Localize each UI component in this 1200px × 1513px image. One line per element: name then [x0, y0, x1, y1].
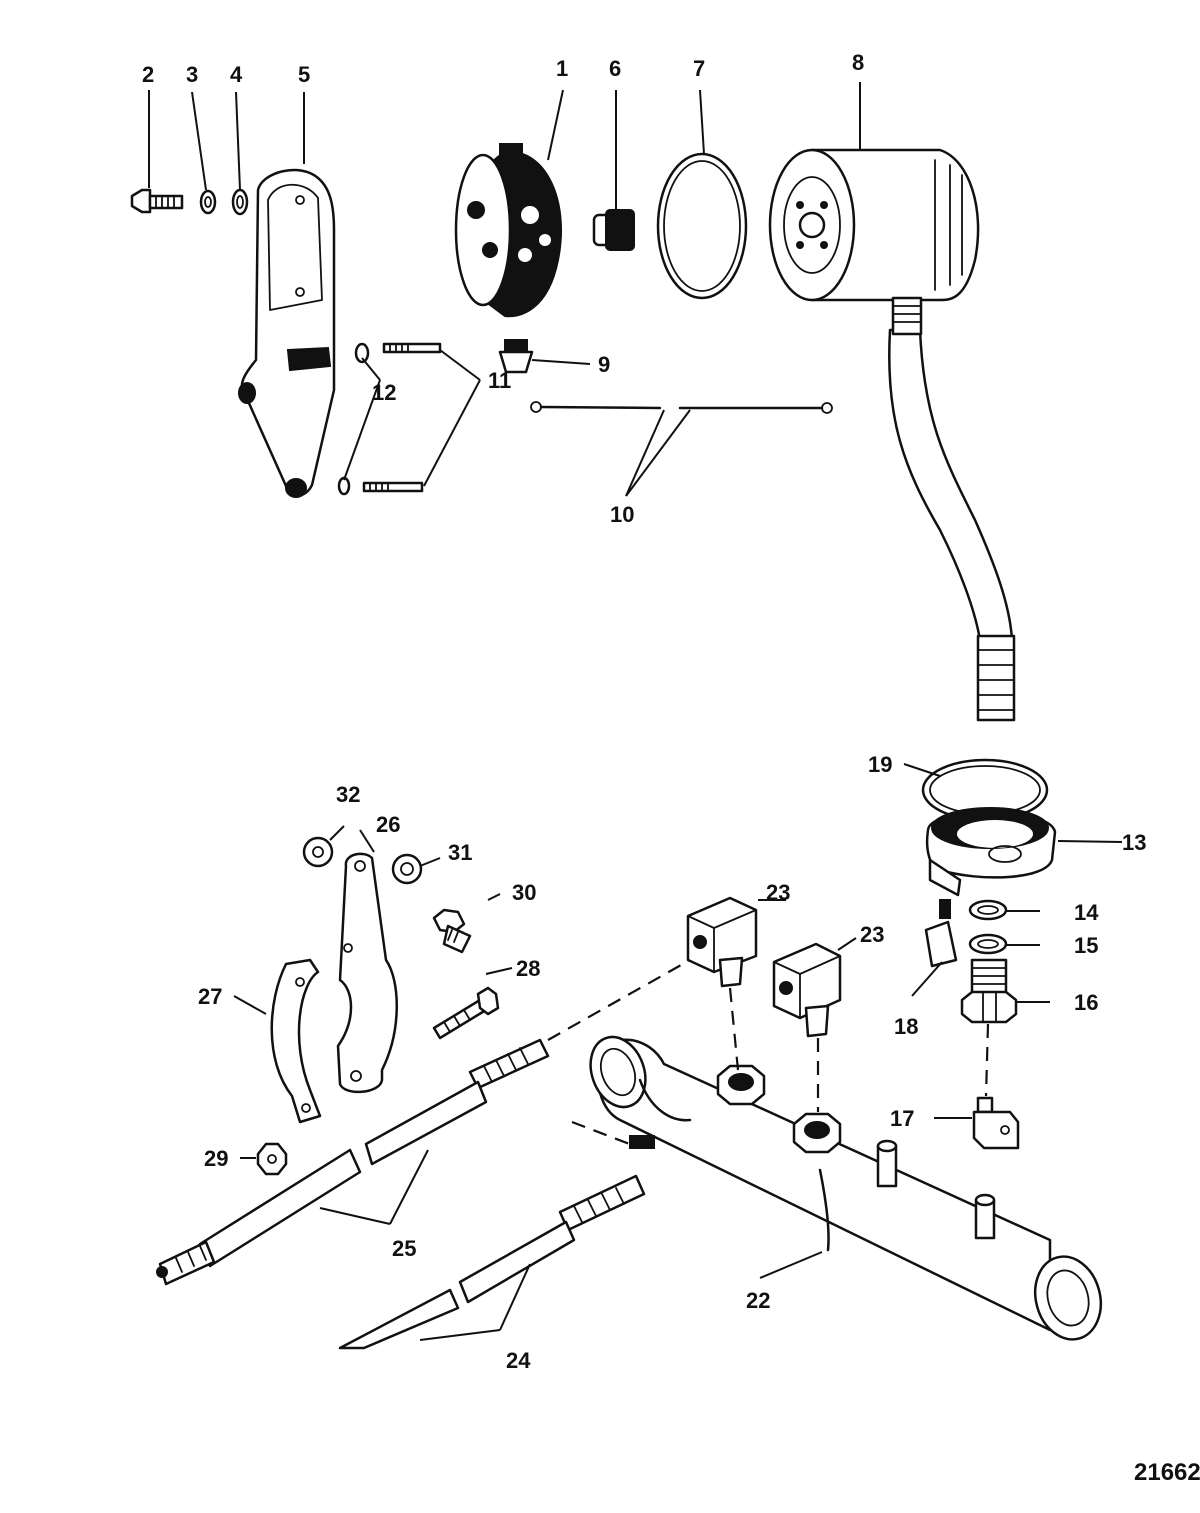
part-9-sender [498, 339, 534, 374]
part-28-screw [432, 986, 500, 1040]
callout-3: 3 [186, 62, 198, 87]
callout-27: 27 [198, 984, 222, 1009]
part-4-washer [231, 188, 249, 216]
part-16-fitting [960, 958, 1018, 1024]
callout-26: 26 [376, 812, 400, 837]
part-13-filter-mount [925, 807, 1057, 897]
part-3-lock-washer [199, 189, 217, 215]
callout-1: 1 [556, 56, 568, 81]
callout-16: 16 [1074, 990, 1098, 1015]
callout-9: 9 [598, 352, 610, 377]
callout-23b: 23 [860, 922, 884, 947]
callout-31: 31 [448, 840, 472, 865]
part-7-o-ring [656, 152, 748, 300]
callout-2: 2 [142, 62, 154, 87]
part-14-washer [968, 899, 1008, 921]
part-23-elbow-right [772, 942, 842, 1038]
part-5-mounting-bracket [238, 168, 336, 498]
part-15-washer [968, 933, 1008, 955]
callout-25: 25 [392, 1236, 416, 1261]
part-32-washer [302, 836, 334, 868]
part-11-screw-upper [382, 342, 442, 354]
callout-29: 29 [204, 1146, 228, 1171]
callout-labels: 1 2 3 4 5 6 7 8 9 10 11 12 13 14 15 16 1… [142, 50, 1146, 1373]
part-6-plug [592, 209, 635, 251]
part-12-washers [337, 342, 370, 496]
part-27-clamp [270, 958, 322, 1124]
part-2-bolt [130, 188, 184, 214]
part-30-bolt [432, 908, 472, 954]
callout-11: 11 [488, 368, 511, 393]
part-18-sensor [924, 899, 958, 968]
part-10-wires [530, 401, 833, 414]
callout-5: 5 [298, 62, 310, 87]
assembly-lines [547, 959, 990, 1150]
part-22-oil-cooler [589, 1035, 1103, 1341]
part-29-nut [256, 1142, 288, 1176]
callout-7: 7 [693, 56, 705, 81]
oil-hose [888, 296, 1016, 722]
part-24-hose [338, 1174, 646, 1350]
callout-14: 14 [1074, 900, 1099, 925]
figure-number: 21662 [1134, 1459, 1200, 1486]
part-17-elbow [972, 1096, 1020, 1150]
callout-30: 30 [512, 880, 536, 905]
callout-28: 28 [516, 956, 540, 981]
callout-17: 17 [890, 1106, 914, 1131]
callout-15: 15 [1074, 933, 1098, 958]
callout-13: 13 [1122, 830, 1146, 855]
callout-18: 18 [894, 1014, 918, 1039]
callout-23a: 23 [766, 880, 790, 905]
callout-24: 24 [506, 1348, 531, 1373]
part-31-washer [391, 853, 423, 885]
callout-10: 10 [610, 502, 634, 527]
part-8-oil-filter [768, 148, 980, 302]
callout-32: 32 [336, 782, 360, 807]
part-23-elbow-left [686, 896, 758, 988]
part-1-filter-adapter [454, 143, 562, 318]
callout-22: 22 [746, 1288, 770, 1313]
leader-lines [148, 82, 1123, 1341]
part-11-screw-lower [362, 481, 424, 493]
part-25-hose [156, 1038, 550, 1286]
callout-12: 12 [372, 380, 396, 405]
callout-19: 19 [868, 752, 892, 777]
callout-8: 8 [852, 50, 864, 75]
part-26-clamp-half [336, 852, 398, 1093]
callout-4: 4 [230, 62, 243, 87]
callout-6: 6 [609, 56, 621, 81]
